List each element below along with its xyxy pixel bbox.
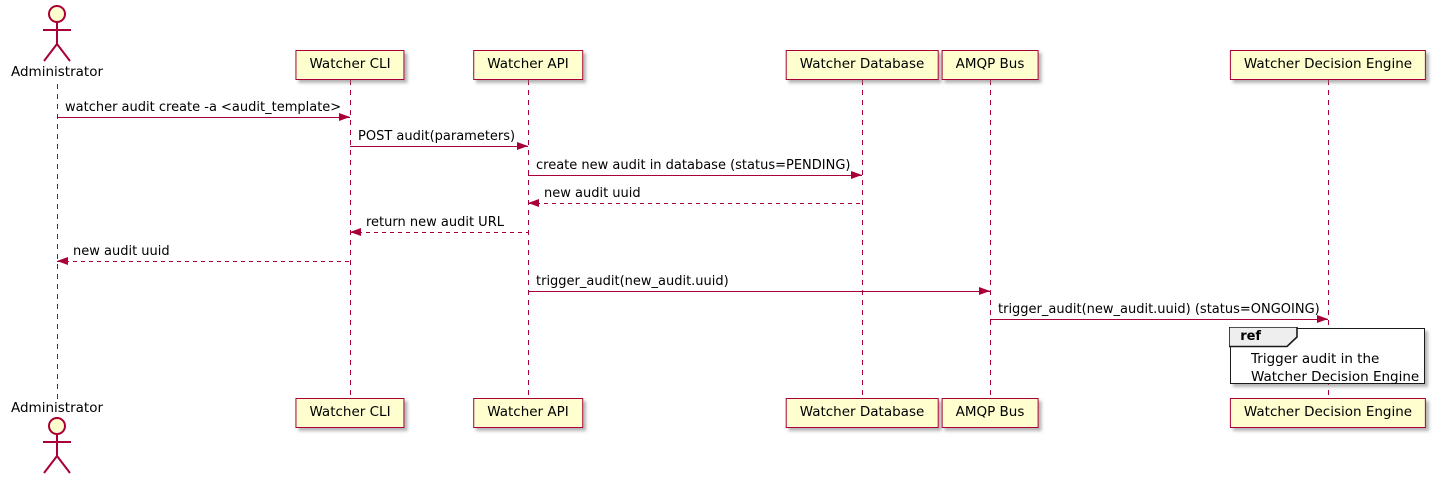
message-3-arrowhead: [851, 171, 862, 179]
participant-watcher-cli-top: Watcher CLI: [295, 50, 405, 80]
ref-fragment: ref Trigger audit in the Watcher Decisio…: [1229, 327, 1425, 386]
message-6-arrowhead: [57, 257, 68, 265]
message-1-arrowhead: [339, 113, 350, 121]
ref-tab: ref: [1229, 327, 1301, 348]
participant-watcher-cli-bottom: Watcher CLI: [295, 398, 405, 428]
message-4-arrowhead: [528, 199, 539, 207]
lifeline-watcher-api: [527, 80, 529, 400]
ref-body: Trigger audit in the Watcher Decision En…: [1251, 351, 1419, 386]
message-2-label: POST audit(parameters): [358, 129, 516, 144]
message-5-label: return new audit URL: [366, 215, 504, 230]
participant-watcher-decision-engine-bottom: Watcher Decision Engine: [1229, 398, 1427, 428]
lifeline-watcher-cli: [349, 80, 351, 400]
person-icon: [43, 5, 71, 62]
participant-watcher-database-top: Watcher Database: [785, 50, 939, 80]
ref-tab-shape-icon: [1229, 327, 1299, 348]
lifeline-amqp-bus: [989, 80, 991, 400]
person-icon: [43, 417, 71, 474]
message-5-arrowhead: [350, 228, 361, 236]
message-8-arrowhead: [1317, 315, 1328, 323]
message-7-arrowhead: [979, 287, 990, 295]
participant-watcher-api-bottom: Watcher API: [473, 398, 583, 428]
ref-keyword: ref: [1240, 329, 1262, 345]
message-1-label: watcher audit create -a <audit_template>: [65, 100, 342, 115]
message-5-line: [350, 232, 528, 233]
actor-label-administrator-top: Administrator: [10, 64, 104, 80]
actor-label-administrator-bottom: Administrator: [10, 400, 104, 416]
message-7-label: trigger_audit(new_audit.uuid): [536, 274, 729, 289]
message-4-label: new audit uuid: [544, 186, 641, 201]
actor-administrator-bottom: [34, 416, 80, 478]
message-6-line: [57, 261, 350, 262]
lifeline-watcher-database: [861, 80, 863, 400]
message-4-line: [528, 203, 862, 204]
participant-watcher-decision-engine-top: Watcher Decision Engine: [1229, 50, 1427, 80]
message-2-arrowhead: [517, 142, 528, 150]
participant-amqp-bus-bottom: AMQP Bus: [941, 398, 1039, 428]
participant-watcher-database-bottom: Watcher Database: [785, 398, 939, 428]
ref-text-line-2: Watcher Decision Engine: [1251, 368, 1420, 385]
participant-amqp-bus-top: AMQP Bus: [941, 50, 1039, 80]
actor-administrator-top: [34, 4, 80, 66]
lifeline-administrator: [56, 84, 58, 400]
message-2-line: [350, 146, 528, 147]
message-1-line: [57, 117, 350, 118]
message-8-label: trigger_audit(new_audit.uuid) (status=ON…: [998, 302, 1320, 317]
message-6-label: new audit uuid: [73, 244, 170, 259]
lifeline-watcher-decision-engine: [1327, 80, 1329, 400]
ref-text-line-1: Trigger audit in the: [1251, 351, 1380, 367]
message-8-line: [990, 319, 1328, 320]
message-7-line: [528, 291, 990, 292]
participant-watcher-api-top: Watcher API: [473, 50, 583, 80]
message-3-label: create new audit in database (status=PEN…: [536, 158, 851, 173]
message-3-line: [528, 175, 862, 176]
